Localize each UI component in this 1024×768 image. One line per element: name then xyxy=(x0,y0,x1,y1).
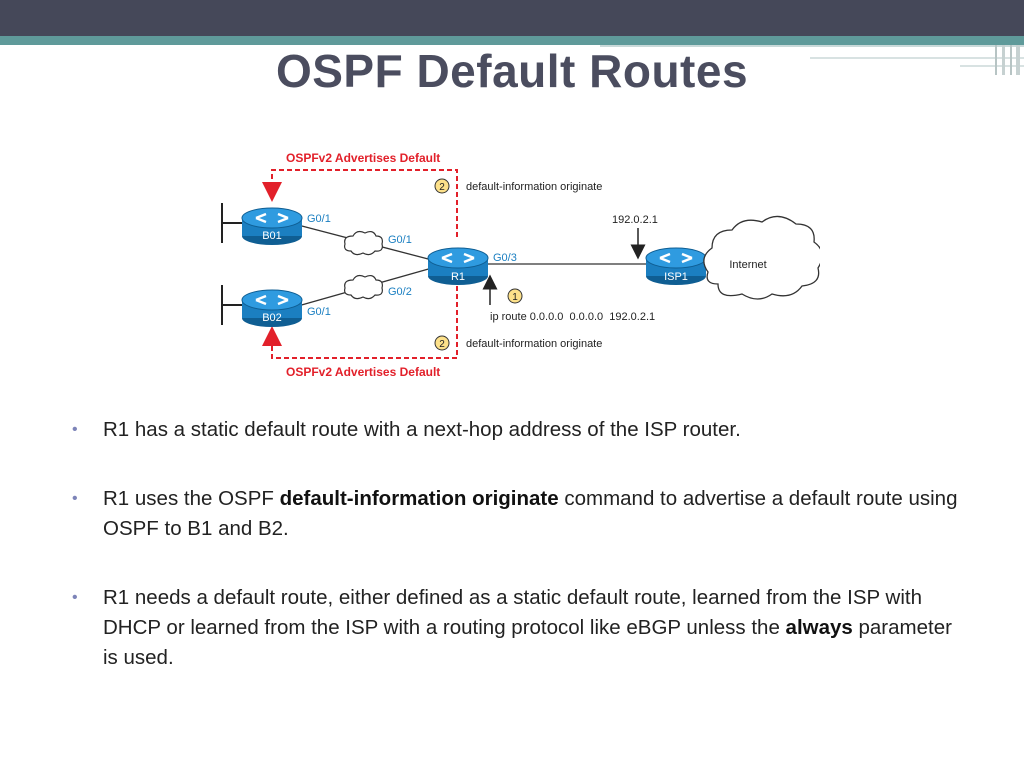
advertise-path-top xyxy=(262,169,458,237)
router-isp1-label: ISP1 xyxy=(664,271,688,283)
r1-g03-label: G0/3 xyxy=(493,252,517,264)
advertise-path-bottom xyxy=(262,270,458,359)
wan-cloud-top xyxy=(344,230,383,256)
router-r1-label: R1 xyxy=(451,271,465,283)
step2-number-top: 2 xyxy=(439,182,445,193)
bullet-marker: • xyxy=(72,490,78,507)
internet-cloud-icon xyxy=(703,215,820,300)
router-b01-label: B01 xyxy=(262,230,282,242)
slide-title: OSPF Default Routes xyxy=(275,45,749,97)
bullet-text-pre: R1 uses the OSPF xyxy=(103,487,280,510)
bullet-text-bold: default-information originate xyxy=(279,487,559,510)
ospf-topology-diagram: OSPFv2 Advertises Default OSPFv2 Adverti… xyxy=(221,151,820,379)
header-decorative-lines xyxy=(600,45,1024,75)
internet-cloud-label: Internet xyxy=(729,259,766,271)
bullet-marker: • xyxy=(72,589,78,606)
wan-cloud-bottom xyxy=(344,274,383,300)
router-b02-icon xyxy=(241,289,303,327)
b02-lan-bar xyxy=(221,285,242,325)
bullet-item-3: • R1 needs a default route, either defin… xyxy=(70,583,970,673)
step2-command-bottom: default-information originate xyxy=(466,338,602,350)
bullet-text-post: parameter is used. xyxy=(103,616,952,669)
advertise-label-top: OSPFv2 Advertises Default xyxy=(286,151,440,165)
step2-number-bottom: 2 xyxy=(439,339,445,350)
bullet-item-2: • R1 uses the OSPF default-information o… xyxy=(70,484,970,544)
router-b02-label: B02 xyxy=(262,312,282,324)
step1-number: 1 xyxy=(512,292,518,303)
step2-command-top: default-information originate xyxy=(466,181,602,193)
bullet-list: • R1 has a static default route with a n… xyxy=(70,415,970,712)
step2-badge-bottom xyxy=(434,335,450,351)
isp-address-label: 192.0.2.1 xyxy=(612,214,658,226)
b01-lan-bar xyxy=(221,203,242,243)
step1-badge xyxy=(507,288,523,304)
router-b01-icon xyxy=(241,207,303,245)
bullet-text-pre: R1 needs a default route, either defined… xyxy=(103,586,922,639)
bullet-text-bold: always xyxy=(785,616,853,639)
bullet-text: R1 has a static default route with a nex… xyxy=(103,418,741,441)
bullet-item-1: • R1 has a static default route with a n… xyxy=(70,415,970,445)
bullet-text-post: command to advertise a default route usi… xyxy=(103,487,958,540)
advertise-label-bottom: OSPFv2 Advertises Default xyxy=(286,365,440,379)
router-r1-icon xyxy=(427,247,489,285)
r1-g01-label: G0/1 xyxy=(388,234,412,246)
b01-g01-label: G0/1 xyxy=(307,213,331,225)
bullet-marker: • xyxy=(72,421,78,438)
router-isp1-icon xyxy=(645,247,707,285)
step2-badge-top xyxy=(434,178,450,194)
step1-command: ip route 0.0.0.0 0.0.0.0 192.0.2.1 xyxy=(490,311,655,323)
r1-g02-label: G0/2 xyxy=(388,286,412,298)
header-bar xyxy=(0,0,1024,36)
b02-g01-label: G0/1 xyxy=(307,306,331,318)
header-accent-band xyxy=(0,36,1024,45)
